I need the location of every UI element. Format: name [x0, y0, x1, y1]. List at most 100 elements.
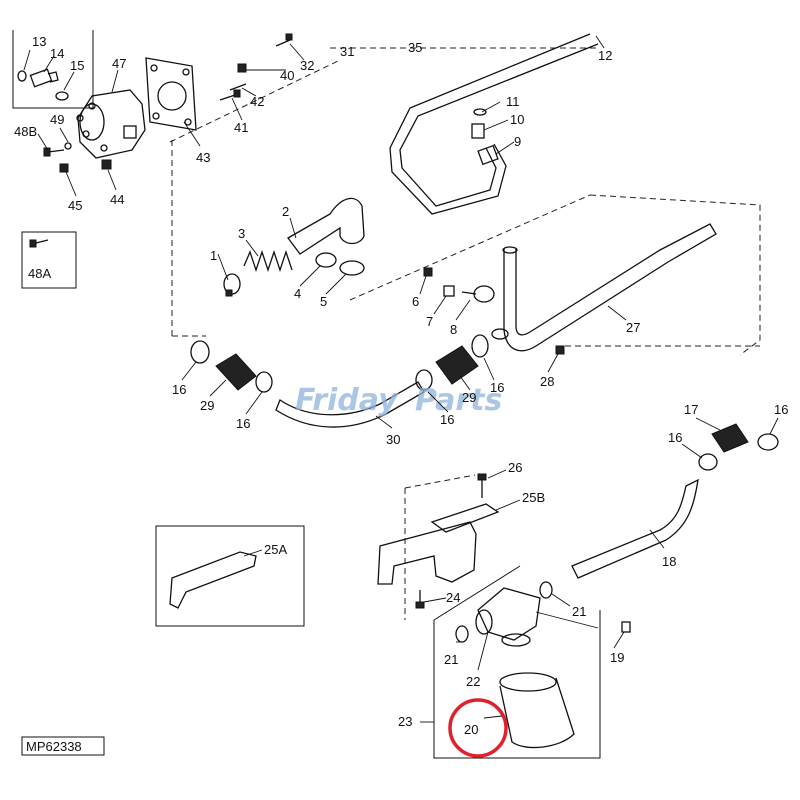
o-ring-13: [17, 70, 27, 82]
callout-29-a: 29: [200, 398, 214, 413]
nut-45: [59, 163, 69, 173]
inset-box-25A: [155, 525, 305, 627]
clamp-16-right: [471, 334, 489, 358]
callout-10: 10: [510, 112, 524, 127]
clamp-4: [315, 252, 337, 268]
clamp-16-center: [415, 369, 433, 391]
callout-17: 17: [684, 402, 698, 417]
callout-20: 20: [464, 722, 478, 737]
callout-25A: 25A: [264, 542, 287, 557]
washer-49: [64, 142, 72, 150]
callout-42: 42: [250, 94, 264, 109]
bolt-6: [423, 267, 433, 277]
callout-18: 18: [662, 554, 676, 569]
inset-box-fittings: [12, 30, 94, 109]
callout-4: 4: [294, 286, 301, 301]
hose-2: [287, 197, 365, 255]
callout-21-left: 21: [444, 652, 458, 667]
callout-22: 22: [466, 674, 480, 689]
hose-29-left: [215, 353, 257, 391]
clamp-16-far-right: [757, 433, 779, 451]
callout-2: 2: [282, 204, 289, 219]
callout-26: 26: [508, 460, 522, 475]
bolt-48A-icon: [29, 239, 49, 248]
callout-49: 49: [50, 112, 64, 127]
callout-35: 35: [408, 40, 422, 55]
callout-12: 12: [598, 48, 612, 63]
inset-box-48A: [21, 231, 77, 289]
filter-element-20: [499, 672, 575, 749]
callout-21-right: 21: [572, 604, 586, 619]
suction-pipe-27: [491, 223, 717, 352]
phantom-line-right: [589, 194, 761, 356]
hose-29-right: [435, 345, 479, 385]
fitting-10: [471, 123, 485, 139]
watermark-text-a: Friday: [295, 383, 399, 418]
callout-48A: 48A: [28, 266, 51, 281]
filter-head-22: [475, 587, 541, 647]
tube-30: [275, 381, 425, 428]
bolt-32: [275, 33, 293, 47]
callout-16-a: 16: [172, 382, 186, 397]
mounting-plate-43: [145, 57, 197, 131]
bolt-26: [477, 473, 487, 498]
callout-13: 13: [32, 34, 46, 49]
callout-1: 1: [210, 248, 217, 263]
o-ring-11: [473, 108, 487, 116]
fitting-9: [477, 144, 499, 166]
bracket-25A: [169, 551, 257, 609]
hydraulic-pump-47: [76, 89, 146, 159]
callout-7: 7: [426, 314, 433, 329]
filter-assembly-box-23: [433, 610, 601, 759]
callout-23: 23: [398, 714, 412, 729]
callout-25B: 25B: [522, 490, 545, 505]
highlight-circle: [448, 698, 508, 758]
callout-11: 11: [506, 94, 520, 109]
nut-40: [237, 63, 247, 73]
bracket-25B: [377, 503, 500, 585]
callout-32: 32: [300, 58, 314, 73]
callout-9: 9: [514, 134, 521, 149]
hose-17: [711, 423, 749, 453]
o-ring-15: [55, 91, 69, 101]
phantom-line-middle: [349, 194, 591, 301]
filter-assembly-box-top: [433, 565, 521, 621]
figure-id-box: [21, 736, 105, 756]
nut-7: [443, 285, 455, 297]
callout-41: 41: [234, 120, 248, 135]
o-ring-21-right: [539, 581, 553, 599]
callout-31: 31: [340, 44, 354, 59]
callout-48B: 48B: [14, 124, 37, 139]
callout-44: 44: [110, 192, 124, 207]
phantom-line-top-left: [169, 59, 341, 143]
clamp-5: [339, 260, 365, 276]
nut-44: [101, 159, 112, 170]
callout-16-e: 16: [774, 402, 788, 417]
callout-45: 45: [68, 198, 82, 213]
callout-16-d: 16: [490, 380, 504, 395]
callout-3: 3: [238, 226, 245, 241]
nut-28: [555, 345, 565, 355]
fitting-14: [29, 68, 59, 88]
callout-43: 43: [196, 150, 210, 165]
clamp-1: [223, 273, 241, 297]
bolt-41: [219, 89, 241, 101]
hydraulic-tube-12: [389, 33, 599, 215]
figure-id: MP62338: [26, 739, 82, 754]
callout-47: 47: [112, 56, 126, 71]
callout-19: 19: [610, 650, 624, 665]
callout-40: 40: [280, 68, 294, 83]
clamp-16-upper-left: [190, 340, 210, 364]
callout-16-b: 16: [236, 416, 250, 431]
callout-5: 5: [320, 294, 327, 309]
clamp-16-pipe18: [698, 453, 718, 471]
fitting-19: [621, 621, 631, 633]
phantom-line-filter-top: [404, 474, 476, 489]
bolt-24: [415, 590, 425, 609]
spring-3: [243, 249, 293, 273]
bolt-42: [229, 83, 247, 91]
callout-27: 27: [626, 320, 640, 335]
callout-30: 30: [386, 432, 400, 447]
